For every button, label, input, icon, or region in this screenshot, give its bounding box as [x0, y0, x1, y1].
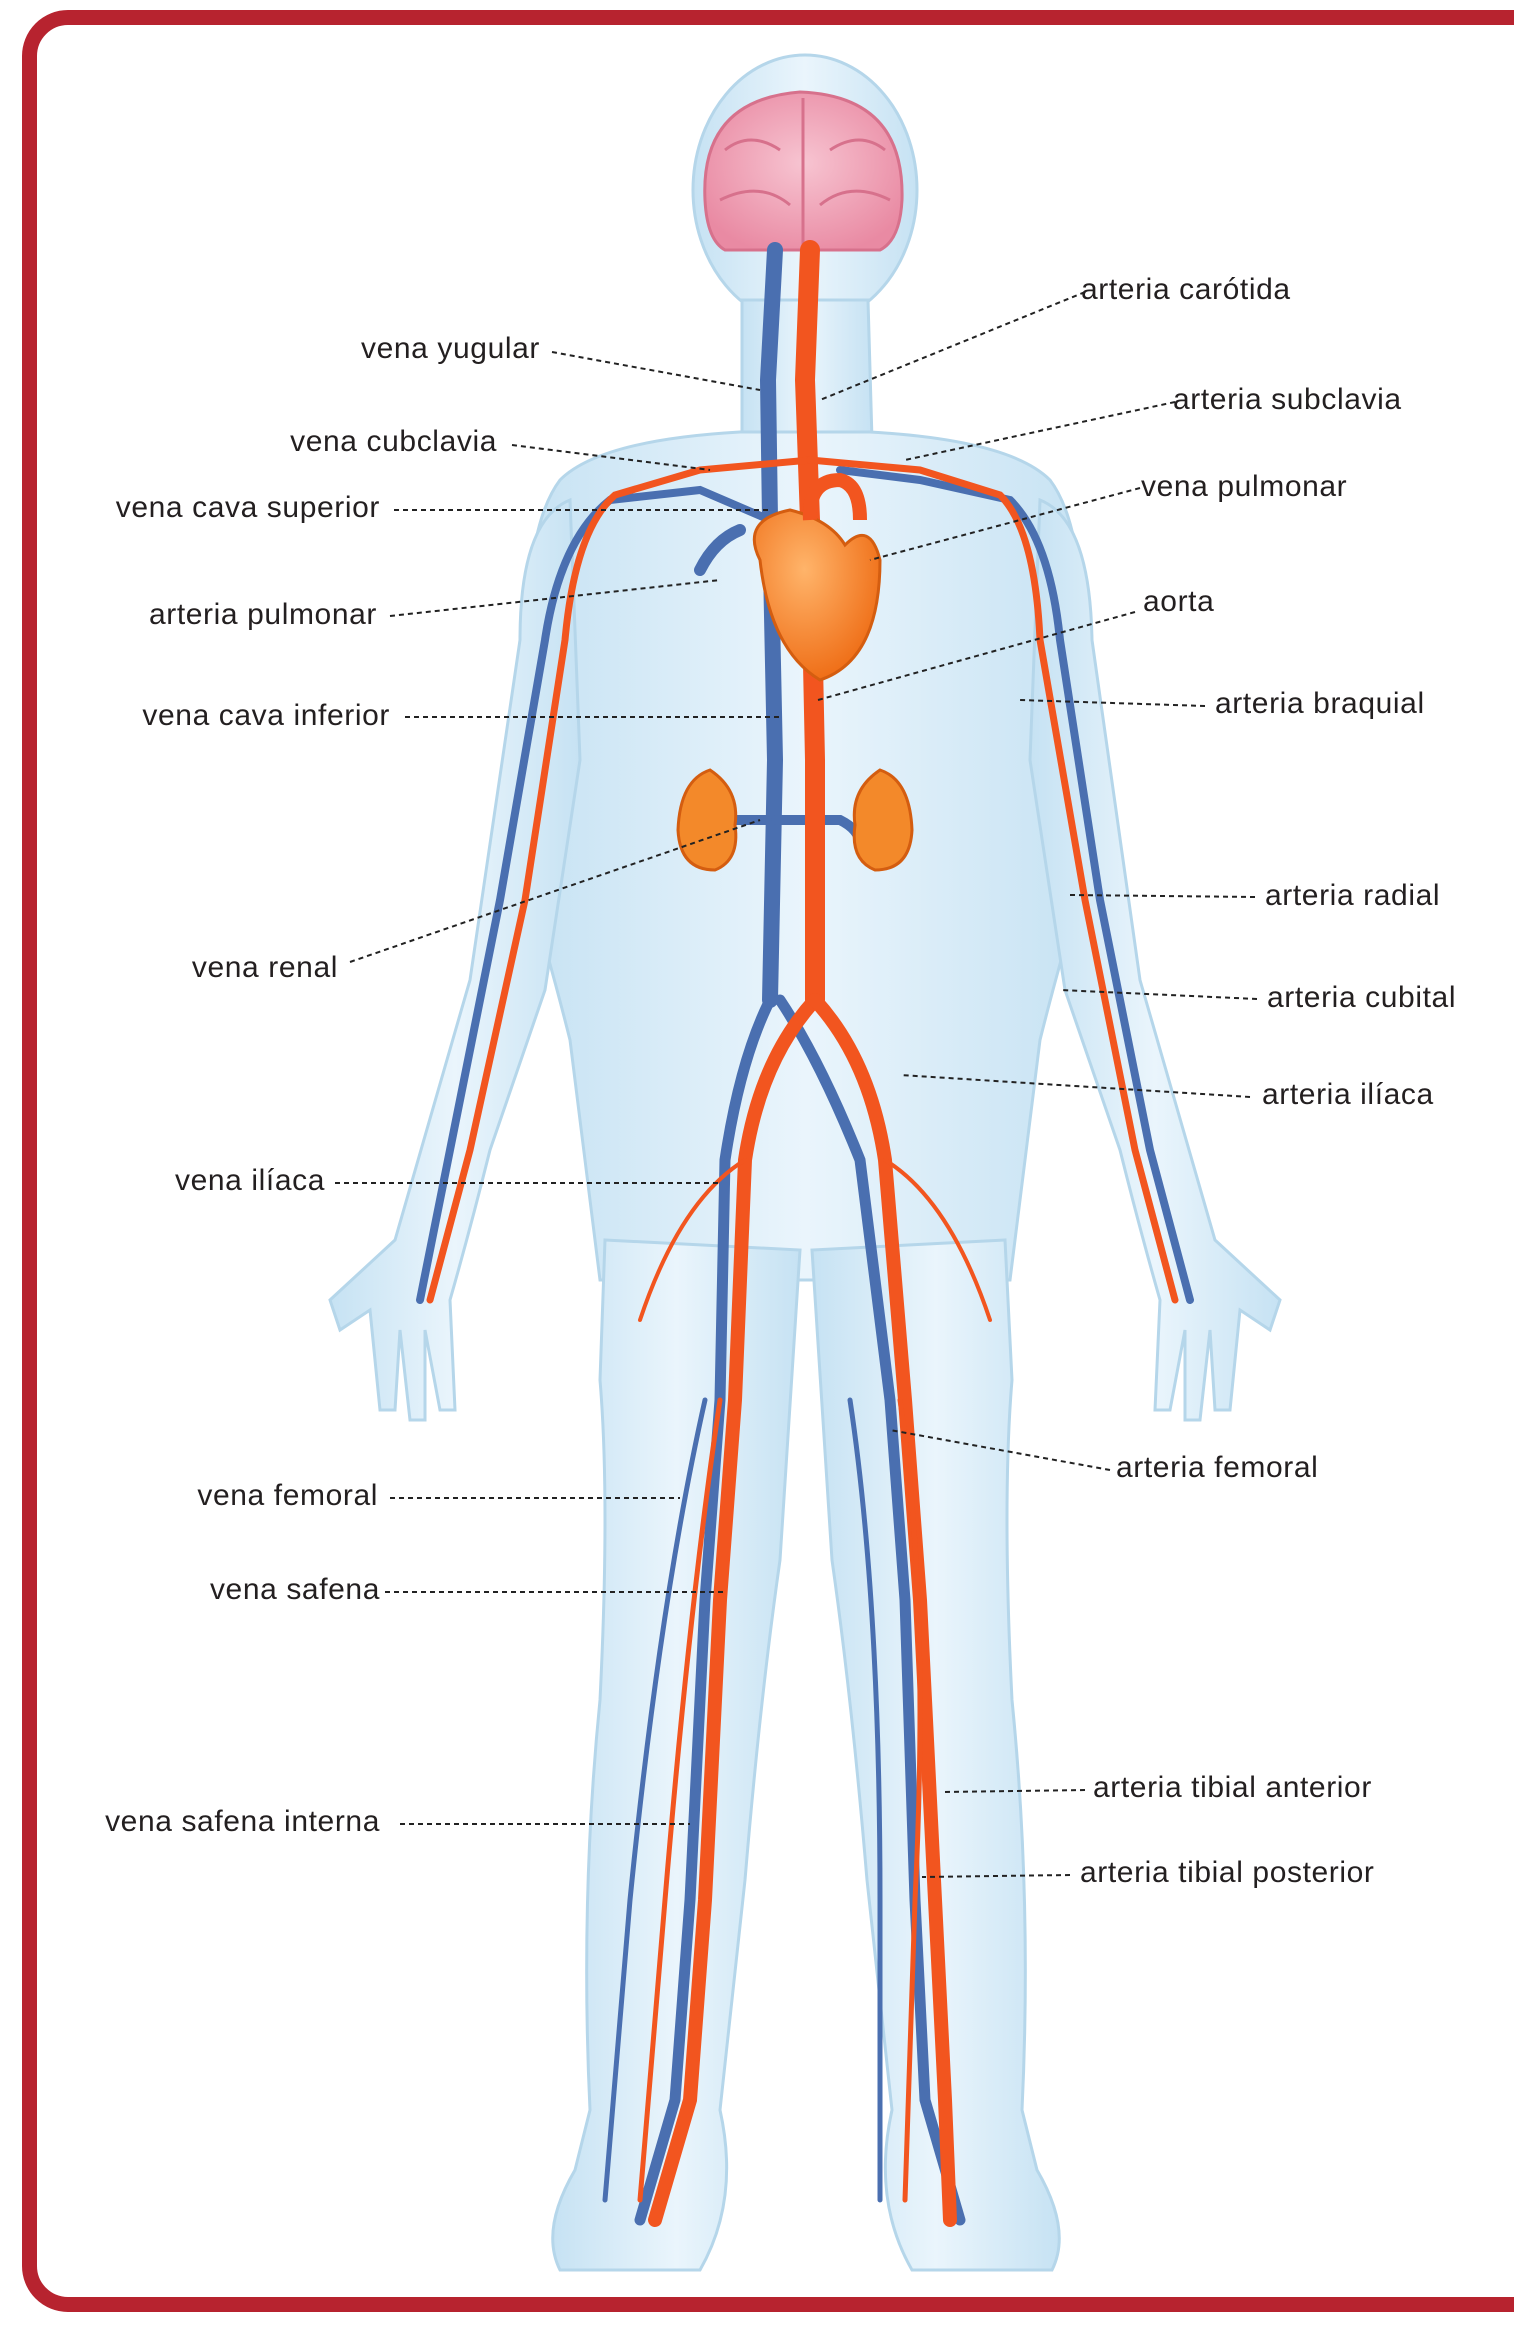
label-vena-iliaca: vena ilíaca	[175, 1164, 325, 1197]
label-aorta: aorta	[1143, 585, 1214, 618]
label-vena-cava-superior: vena cava superior	[116, 491, 380, 524]
label-arteria-tibial-posterior: arteria tibial posterior	[1080, 1856, 1375, 1889]
label-arteria-femoral: arteria femoral	[1116, 1451, 1318, 1484]
label-vena-yugular: vena yugular	[361, 332, 540, 365]
right-arm-shape	[1030, 500, 1280, 1420]
label-arteria-subclavia: arteria subclavia	[1173, 383, 1402, 416]
label-arteria-tibial-anterior: arteria tibial anterior	[1093, 1771, 1372, 1804]
label-vena-safena: vena safena	[210, 1573, 380, 1606]
label-arteria-braquial: arteria braquial	[1215, 687, 1425, 720]
label-vena-cubclavia: vena cubclavia	[290, 425, 497, 458]
label-vena-renal: vena renal	[192, 951, 338, 984]
label-arteria-cubital: arteria cubital	[1267, 981, 1456, 1014]
label-vena-pulmonar: vena pulmonar	[1141, 470, 1347, 503]
right-leg-shape	[812, 1240, 1059, 2270]
label-vena-femoral: vena femoral	[197, 1479, 378, 1512]
label-arteria-radial: arteria radial	[1265, 879, 1440, 912]
label-arteria-carotida: arteria carótida	[1081, 273, 1291, 306]
label-arteria-iliaca: arteria ilíaca	[1262, 1078, 1434, 1111]
label-vena-cava-inferior: vena cava inferior	[142, 699, 390, 732]
brain	[705, 92, 902, 250]
label-arteria-pulmonar: arteria pulmonar	[149, 598, 377, 631]
label-vena-safena-interna: vena safena interna	[105, 1805, 380, 1838]
